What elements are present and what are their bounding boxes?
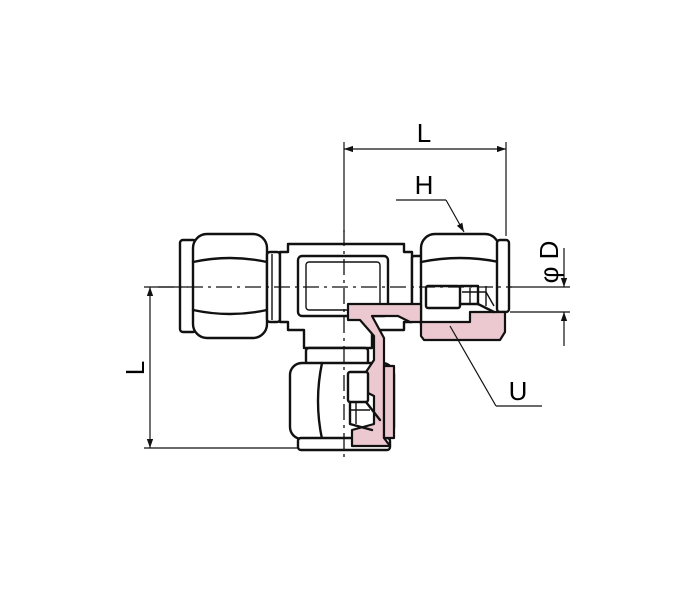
bottom-ferrule [346, 370, 382, 432]
left-length-dimension: L [120, 286, 298, 449]
tube-diameter-dimension: φ D [510, 241, 570, 346]
tube-diameter-label: φ D [534, 241, 564, 284]
right-ferrule [424, 284, 496, 314]
union-leader: U [449, 325, 542, 407]
sectioned-flow-path [346, 302, 507, 448]
hex-label: H [415, 170, 434, 200]
tee-body [278, 242, 424, 350]
hex-leader: H [396, 170, 465, 233]
left-hex-nut [178, 232, 282, 340]
top-length-dimension: L [343, 118, 507, 236]
top-length-label: L [417, 118, 431, 148]
union-label: U [509, 376, 528, 406]
left-length-label: L [120, 361, 150, 375]
